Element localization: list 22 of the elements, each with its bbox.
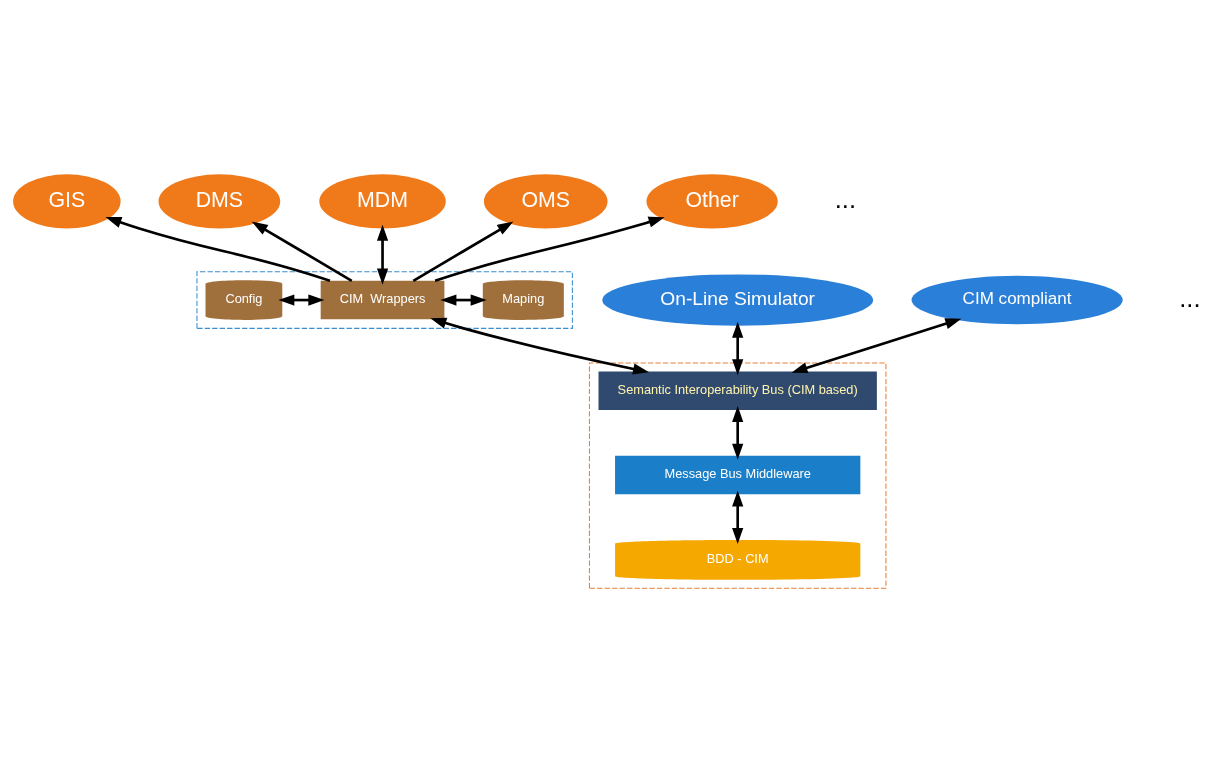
arrow — [732, 490, 744, 544]
arrow — [412, 221, 514, 282]
node-box: Message Bus Middleware — [615, 455, 861, 495]
node-ellipse: OMS — [483, 174, 608, 229]
node-box: CIM Wrappers — [320, 280, 445, 320]
label: ... — [1179, 283, 1201, 312]
arrow — [376, 224, 389, 285]
arrow — [732, 321, 744, 376]
arrow — [434, 216, 665, 282]
node-ellipse: DMS — [158, 174, 281, 229]
node-ellipse: MDM — [319, 174, 446, 229]
arrow — [278, 294, 325, 306]
arrow — [791, 318, 962, 374]
node-box: Semantic Interoperability Bus (CIM based) — [598, 371, 877, 410]
node-ellipse: CIM compliant — [911, 275, 1123, 325]
arrow — [251, 221, 353, 282]
arrow — [732, 406, 744, 460]
node-ellipse: On-Line Simulator — [602, 274, 874, 326]
arrow — [430, 317, 650, 375]
arrow — [105, 217, 331, 283]
arrow — [440, 294, 487, 306]
label: ... — [834, 185, 857, 214]
